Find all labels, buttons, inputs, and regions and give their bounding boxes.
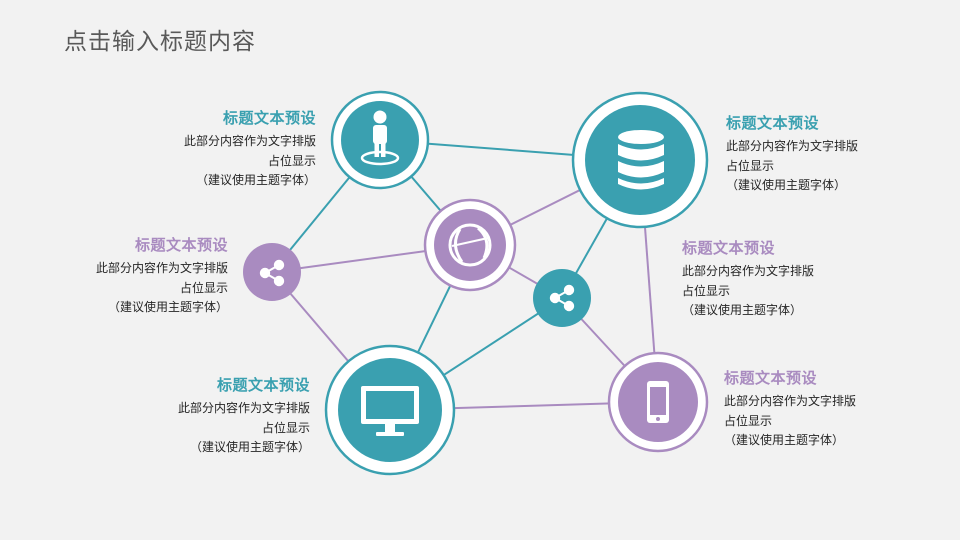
database-icon (618, 130, 664, 190)
text-block-middle-right: 标题文本预设 此部分内容作为文字排版 占位显示 （建议使用主题字体） (682, 237, 902, 321)
block-heading: 标题文本预设 (682, 239, 776, 257)
block-line: （建议使用主题字体） (726, 178, 847, 192)
block-line: 此部分内容作为文字排版 (95, 261, 228, 275)
globe-icon (448, 223, 492, 267)
block-line: 占位显示 (726, 158, 775, 173)
block-heading: 标题文本预设 (222, 109, 316, 127)
block-line: 此部分内容作为文字排版 (726, 139, 859, 153)
block-line: 此部分内容作为文字排版 (183, 134, 316, 148)
block-line: 占位显示 (267, 153, 316, 168)
block-line: 占位显示 (179, 280, 228, 295)
block-line: 占位显示 (682, 283, 731, 298)
block-line: 此部分内容作为文字排版 (682, 264, 815, 278)
block-heading: 标题文本预设 (134, 236, 228, 254)
text-block-top-right: 标题文本预设 此部分内容作为文字排版 占位显示 （建议使用主题字体） (726, 112, 946, 196)
block-heading: 标题文本预设 (724, 369, 818, 387)
block-heading: 标题文本预设 (726, 114, 820, 132)
block-line: 此部分内容作为文字排版 (177, 401, 310, 415)
block-line: （建议使用主题字体） (195, 173, 316, 187)
block-line: 占位显示 (724, 413, 773, 428)
node-phone (607, 351, 709, 453)
text-block-bottom-left: 标题文本预设 此部分内容作为文字排版 占位显示 （建议使用主题字体） (90, 374, 310, 458)
node-globe (423, 198, 517, 292)
phone-icon (647, 381, 669, 423)
node-monitor (324, 344, 456, 476)
block-line: （建议使用主题字体） (682, 303, 803, 317)
monitor-icon (361, 386, 419, 436)
node-share-left (243, 243, 301, 301)
text-block-bottom-right: 标题文本预设 此部分内容作为文字排版 占位显示 （建议使用主题字体） (724, 367, 944, 451)
block-line: 占位显示 (261, 420, 310, 435)
share-icon (259, 259, 285, 287)
node-person (330, 90, 430, 190)
block-line: 此部分内容作为文字排版 (724, 394, 857, 408)
block-line: （建议使用主题字体） (107, 300, 228, 314)
node-share-right (533, 269, 591, 327)
text-block-top-left: 标题文本预设 此部分内容作为文字排版 占位显示 （建议使用主题字体） (96, 107, 316, 191)
node-database (571, 91, 709, 229)
block-line: （建议使用主题字体） (189, 440, 310, 454)
share-icon (549, 284, 575, 312)
person-icon (360, 110, 400, 166)
page-title: 点击输入标题内容 (64, 29, 256, 55)
text-block-middle-left: 标题文本预设 此部分内容作为文字排版 占位显示 （建议使用主题字体） (8, 234, 228, 318)
block-heading: 标题文本预设 (216, 376, 310, 394)
block-line: （建议使用主题字体） (724, 433, 845, 447)
